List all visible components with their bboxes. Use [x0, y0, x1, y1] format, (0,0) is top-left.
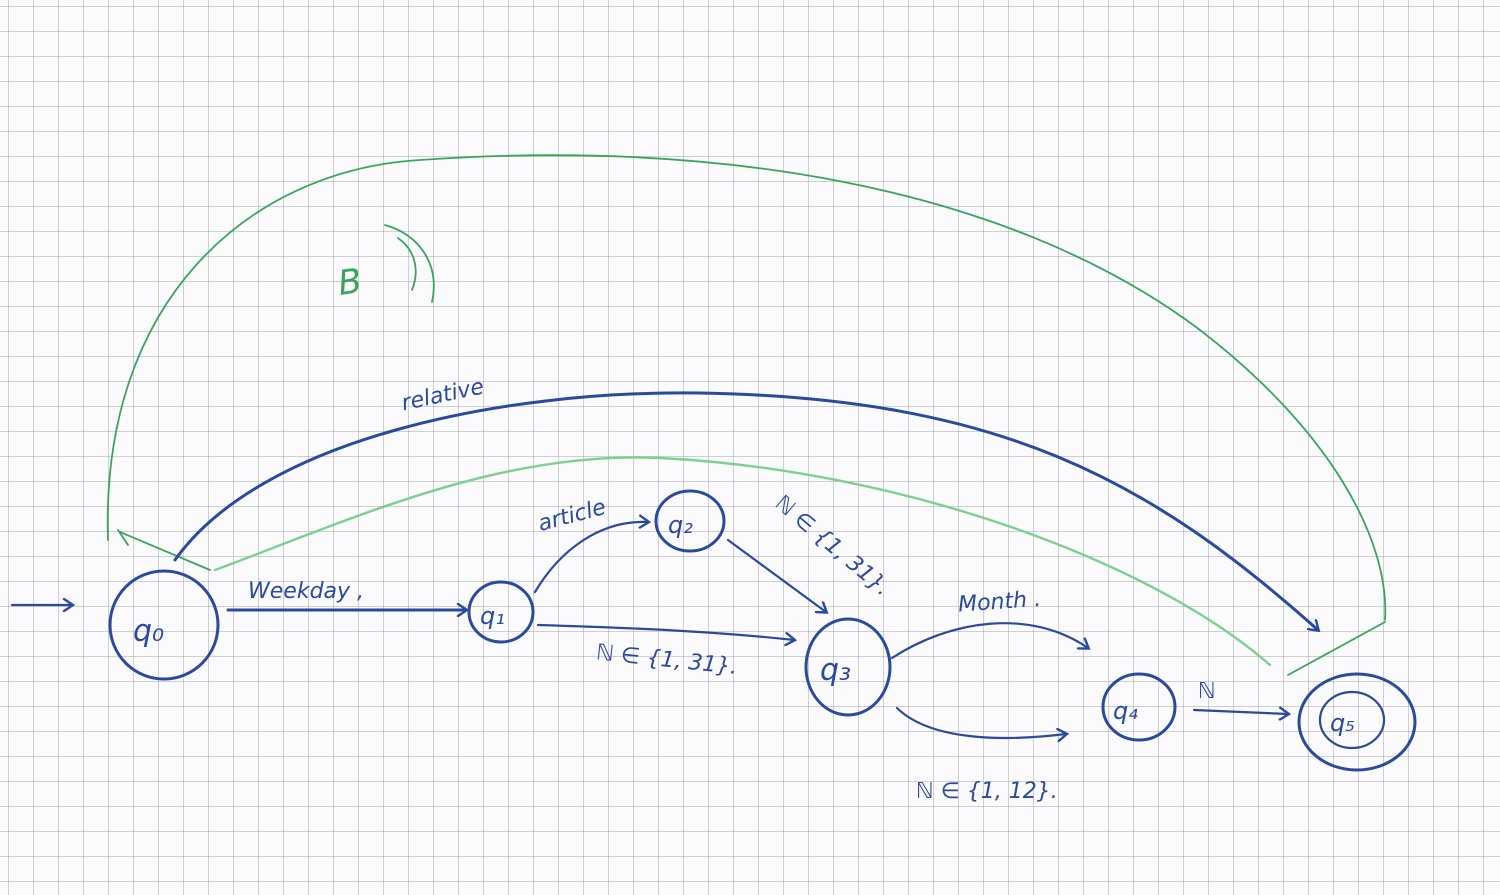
edge-label-q3-q4-lower: ℕ ∈ {1, 12}. [916, 779, 1058, 804]
green-outer-arc [106, 154, 1387, 621]
edge-q3-q4-month [890, 622, 1088, 660]
green-inner-arc [213, 456, 1272, 667]
state-q5: q₅ [1297, 672, 1417, 772]
edge-q4-q5 [1192, 710, 1288, 714]
edge-label-article: article [535, 495, 608, 537]
green-outer-arc-tick-right [1287, 621, 1386, 676]
edge-label-q4-q5: ℕ [1198, 679, 1216, 704]
edge-q3-q4-lower [895, 706, 1066, 738]
edge-q1-q2 [533, 522, 648, 594]
edge-label-relative: relative [399, 374, 486, 416]
edge-label-weekday: Weekday , [248, 579, 364, 604]
green-outer-arc-tick-left [117, 529, 211, 571]
state-q1: q₁ [467, 580, 535, 644]
edge-q2-q3 [726, 538, 826, 612]
edge-label-q1-q3: ℕ ∈ {1, 31}. [595, 640, 739, 680]
state-label-q1: q₁ [480, 602, 505, 630]
green-annotation-mark [384, 224, 435, 303]
state-label-q5: q₅ [1330, 709, 1355, 737]
state-label-q2: q₂ [668, 511, 693, 539]
state-q0: q₀ [108, 569, 220, 681]
state-label-q4: q₄ [1113, 697, 1138, 725]
state-q4: q₄ [1101, 672, 1177, 742]
state-q3: q₃ [804, 617, 892, 717]
edge-q1-q3 [536, 623, 794, 640]
state-label-q0: q₀ [133, 614, 164, 649]
edge-q0-q5-relative [173, 391, 1318, 630]
state-q2: q₂ [654, 489, 726, 553]
green-annotation-label: B [336, 261, 365, 304]
edge-label-month: Month . [957, 587, 1041, 618]
state-label-q3: q₃ [820, 653, 851, 688]
